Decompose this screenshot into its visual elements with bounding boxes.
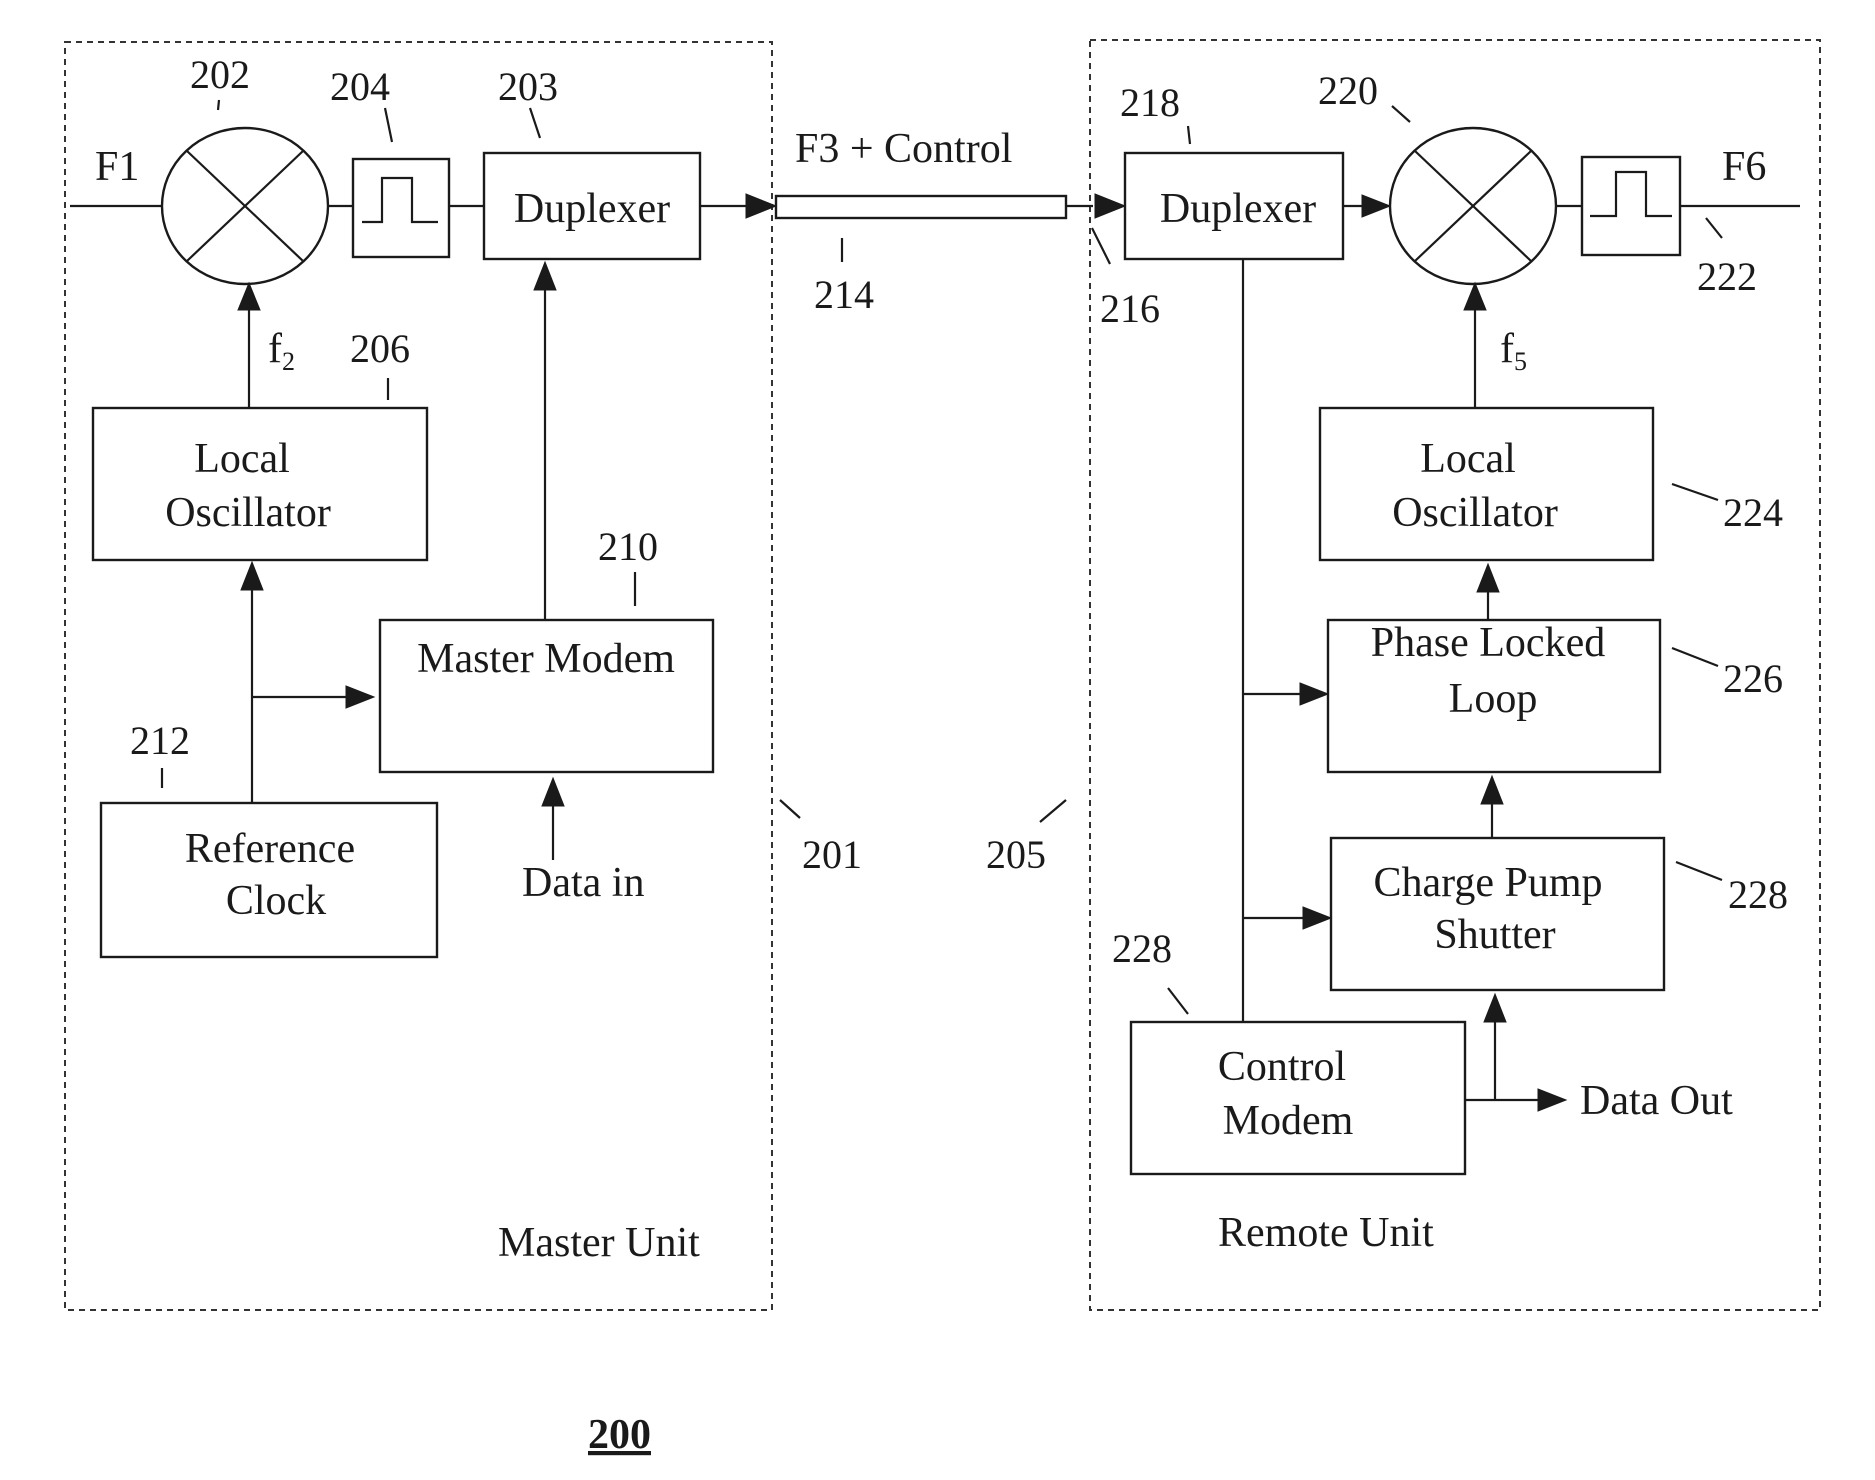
remote-filter [1582, 157, 1680, 255]
leader-226 [1672, 648, 1718, 666]
f2-sub: 2 [282, 347, 295, 376]
pll-line2: Loop [1449, 676, 1538, 722]
master-mixer-ref: 202 [190, 52, 250, 97]
remote-duplexer-ref: 218 [1120, 80, 1180, 125]
leader-220 [1392, 106, 1410, 122]
arrow-to-remote-duplexer [1095, 194, 1125, 218]
link-label: F3 + Control [795, 126, 1012, 172]
master-duplexer-label: Duplexer [514, 186, 670, 232]
leader-216 [1092, 228, 1110, 264]
master-modem-label: Master Modem [417, 636, 675, 682]
reference-clock-line1: Reference [185, 826, 355, 872]
arrow-to-remote-mixer-lo [1464, 283, 1486, 310]
master-duplexer-ref: 203 [498, 64, 558, 109]
remote-mixer [1390, 128, 1556, 284]
master-mixer [162, 128, 328, 284]
leader-228-charge-pump [1676, 862, 1722, 880]
master-local-oscillator [93, 408, 427, 560]
master-filter [353, 159, 449, 257]
arrow-data-out [1538, 1089, 1566, 1111]
master-unit-title: Master Unit [498, 1220, 700, 1266]
arrow-bus-to-pll [1300, 683, 1328, 705]
f5-sub: 5 [1514, 347, 1527, 376]
charge-pump-line1: Charge Pump [1373, 860, 1602, 906]
control-modem-ref: 228 [1112, 926, 1172, 971]
arrow-to-master-lo [241, 562, 263, 590]
arrow-to-charge-pump [1484, 994, 1506, 1022]
data-out-label: Data Out [1580, 1078, 1733, 1124]
leader-201 [780, 800, 800, 818]
arrow-to-remote-lo [1477, 564, 1499, 592]
transmission-cable [776, 196, 1066, 218]
arrow-to-master-modem [346, 686, 374, 708]
remote-duplexer-label: Duplexer [1160, 186, 1316, 232]
reference-clock-line2: Clock [226, 878, 326, 924]
arrow-data-in [542, 778, 564, 806]
arrow-to-remote-mixer [1362, 195, 1390, 217]
master-lo-line1: Local [194, 436, 290, 482]
master-filter-ref: 204 [330, 64, 390, 109]
leader-204 [385, 108, 392, 142]
remote-unit-ref: 205 [986, 832, 1046, 877]
leader-218 [1188, 126, 1190, 144]
remote-lo-line1: Local [1420, 436, 1516, 482]
f2-base: f [268, 326, 282, 372]
reference-clock-ref: 212 [130, 718, 190, 763]
arrow-to-master-mixer [238, 283, 260, 310]
master-lo-ref: 206 [350, 326, 410, 371]
pll-line1: Phase Locked [1371, 620, 1605, 666]
leader-205 [1040, 800, 1066, 822]
remote-local-oscillator [1320, 408, 1653, 560]
cable-ref: 214 [814, 272, 874, 317]
master-unit-ref: 201 [802, 832, 862, 877]
f5-base: f [1500, 326, 1514, 372]
f1-label: F1 [95, 144, 139, 190]
leader-203 [530, 108, 540, 138]
leader-202 [218, 100, 219, 110]
remote-mixer-ref: 220 [1318, 68, 1378, 113]
arrow-to-pll [1481, 776, 1503, 804]
f6-label: F6 [1722, 144, 1766, 190]
arrow-to-master-duplexer [534, 262, 556, 290]
remote-lo-ref: 224 [1723, 490, 1783, 535]
master-modem-ref: 210 [598, 524, 658, 569]
remote-lo-line2: Oscillator [1392, 490, 1558, 536]
remote-filter-ref: 222 [1697, 254, 1757, 299]
master-lo-line2: Oscillator [165, 490, 331, 536]
control-modem-line1: Control [1218, 1044, 1346, 1090]
f5-label: f5 [1500, 326, 1527, 376]
control-modem-line2: Modem [1223, 1098, 1354, 1144]
leader-228-control-modem [1168, 988, 1188, 1014]
data-in-label: Data in [522, 860, 644, 906]
pll-ref: 226 [1723, 656, 1783, 701]
remote-unit-title: Remote Unit [1218, 1210, 1434, 1256]
leader-222 [1706, 218, 1722, 238]
receive-ref: 216 [1100, 286, 1160, 331]
arrow-bus-to-charge-pump [1303, 907, 1331, 929]
leader-224 [1672, 484, 1718, 500]
charge-pump-ref: 228 [1728, 872, 1788, 917]
f2-label: f2 [268, 326, 295, 376]
charge-pump-line2: Shutter [1434, 912, 1555, 958]
figure-number: 200 [588, 1412, 651, 1458]
